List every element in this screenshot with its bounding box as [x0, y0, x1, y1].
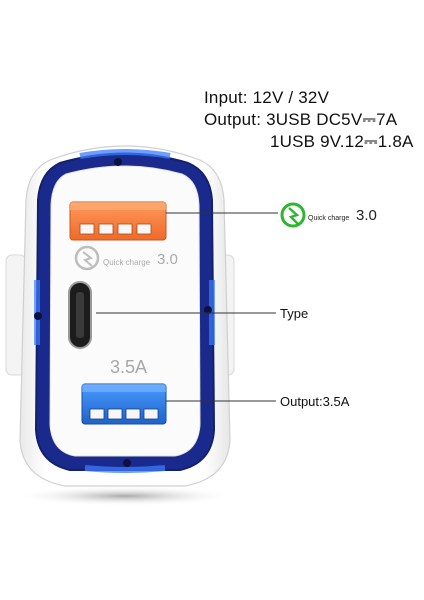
ring-glow-bottom: [84, 465, 166, 473]
quick-charge-icon-device: [74, 245, 100, 271]
spec-output-line1: Output: 3USB DC5V⎓7A: [204, 110, 398, 129]
spec-input: Input: 12V / 32V: [204, 88, 330, 107]
usb-c-port: [68, 281, 92, 349]
callout-output: Output:3.5A: [280, 394, 350, 409]
ring-dot-right: [204, 306, 212, 314]
ring-dot-left: [34, 312, 42, 320]
device-port-rating: 3.5A: [110, 357, 148, 377]
usb-a-port-blue: [81, 383, 167, 425]
callout-qc-small: Quick charge: [308, 215, 350, 222]
quick-charge-icon: [280, 202, 306, 228]
usb-a-port-orange: [69, 201, 167, 241]
device-shadow: [13, 486, 237, 506]
device-qc-small: Quick charge: [103, 258, 151, 267]
ring-dot-top: [114, 158, 122, 166]
ring-dot-bottom: [123, 459, 131, 467]
ring-glow-top: [79, 149, 171, 159]
device-qc-version: 3.0: [157, 251, 178, 268]
callout-qc-version: 3.0: [356, 207, 377, 224]
spec-output-line2: 1USB 9V.12⎓1.8A: [270, 132, 414, 151]
callout-type: Type: [280, 306, 309, 321]
